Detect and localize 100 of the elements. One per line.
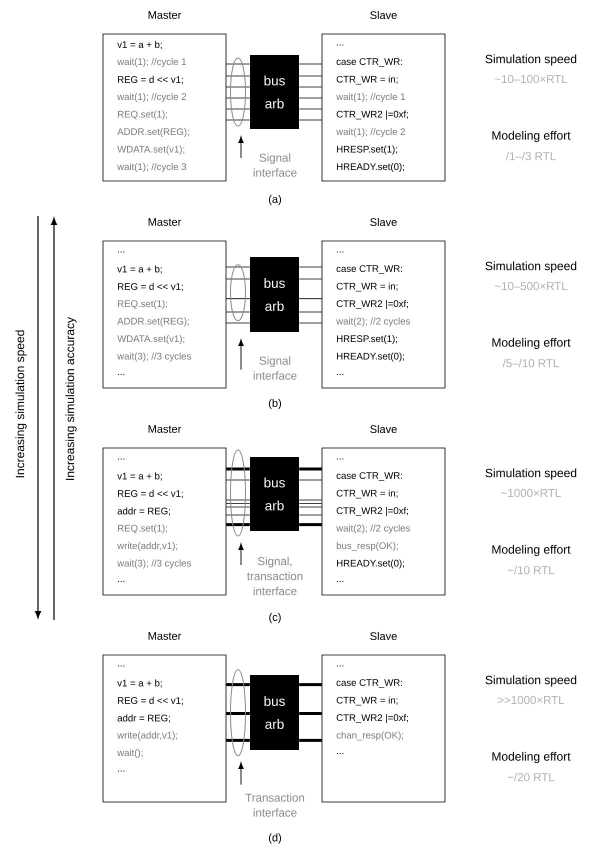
code-line: ...	[118, 374, 124, 376]
signal-line	[299, 683, 322, 686]
signal-line	[299, 712, 322, 715]
code-line: REQ.set(1);	[118, 300, 167, 309]
code-line: CTR_WR2 |=0xf;	[336, 110, 408, 120]
signal-line	[299, 468, 322, 470]
code-line: WDATA.set(v1);	[117, 146, 184, 154]
signal-line	[226, 738, 250, 742]
code-line: ...	[337, 458, 344, 460]
code-line: CTR_WR = in;	[336, 282, 398, 292]
code-line: wait(2); //2 cycles	[336, 524, 410, 534]
code-line: v1 = a + b;	[117, 40, 162, 50]
signal-line	[226, 322, 250, 324]
effort-heading: Modeling effort	[492, 338, 570, 350]
code-line: ...	[118, 252, 124, 253]
code-line: chan_resp(OK);	[336, 732, 404, 740]
signal-line	[226, 108, 250, 110]
code-line: ADDR.set(REG);	[117, 128, 189, 137]
interface-callout-drawing	[230, 58, 246, 158]
code-line: ...	[118, 581, 124, 582]
box-heading: Master	[148, 11, 182, 19]
effort-heading: Modeling effort	[492, 752, 570, 764]
panel-label: (b)	[268, 398, 282, 410]
code-line: wait(1); //cycle 3	[117, 163, 186, 172]
code-line: HREADY.set(0);	[336, 352, 404, 362]
code-line: v1 = a + b;	[117, 472, 162, 481]
box-heading: Slave	[370, 632, 397, 640]
code-line: wait(3); //3 cycles	[117, 352, 191, 362]
panel-label: (d)	[268, 833, 282, 844]
signal-line	[226, 86, 250, 88]
code-line: ADDR.set(REG);	[117, 318, 189, 326]
code-line: HRESP.set(1);	[336, 335, 398, 344]
speed-value: ~10–500×RTL	[494, 282, 568, 290]
speed-value: >>1000×RTL	[498, 696, 564, 704]
effort-value: /5–/10 RTL	[502, 358, 559, 368]
code-line: HREADY.set(0);	[336, 163, 404, 172]
axis-label: Increasing simulation accuracy	[65, 317, 77, 480]
signal-line	[226, 298, 250, 300]
speed-heading: Simulation speed	[486, 675, 576, 687]
code-line: ...	[118, 458, 124, 460]
interface-callout-drawing	[230, 450, 246, 566]
signal-line	[226, 278, 250, 280]
effort-value: ~/20 RTL	[508, 772, 554, 782]
bus-arbiter-box: bus arb	[250, 257, 299, 332]
signal-line	[298, 514, 322, 516]
code-line: ...	[337, 753, 344, 754]
code-line: HREADY.set(0);	[336, 560, 404, 568]
signal-line	[298, 506, 322, 508]
code-line: HRESP.set(1);	[336, 146, 398, 154]
code-line: ...	[337, 374, 344, 376]
bus-arbiter-box: bus arb	[250, 55, 299, 129]
speed-value: ~10–100×RTL	[494, 74, 568, 84]
panel-label: (a)	[268, 194, 282, 206]
signal-line	[298, 298, 322, 300]
code-line: wait(3); //3 cycles	[117, 560, 191, 568]
signal-line	[298, 108, 322, 110]
code-line: case CTR_WR:	[336, 472, 402, 481]
interface-label: Signal interface	[254, 153, 297, 177]
code-line: REG = d << v1;	[118, 490, 183, 498]
signal-line	[298, 503, 322, 504]
bus-arbiter-box: bus arb	[250, 675, 299, 750]
code-line: ...	[337, 252, 344, 253]
code-line: addr = REG;	[118, 714, 170, 723]
code-line: ...	[337, 44, 344, 46]
signal-line	[298, 266, 322, 268]
code-line: ...	[337, 666, 344, 667]
signal-line	[298, 86, 322, 88]
speed-heading: Simulation speed	[486, 468, 576, 480]
speed-value: ~1000×RTL	[501, 488, 561, 498]
interface-callout-drawing	[230, 264, 246, 370]
code-line: v1 = a + b;	[117, 679, 162, 688]
panel-label: (c)	[269, 612, 281, 624]
effort-value: ~/10 RTL	[508, 566, 554, 574]
signal-line	[226, 683, 250, 686]
box-heading: Slave	[370, 424, 397, 434]
code-line: REQ.set(1);	[118, 110, 167, 120]
code-line: case CTR_WR:	[336, 265, 402, 274]
code-line: v1 = a + b;	[117, 265, 162, 274]
code-line: wait(1); //cycle 1	[336, 93, 406, 102]
signal-line	[226, 712, 250, 715]
code-line: REQ.set(1);	[118, 524, 167, 534]
signal-line	[298, 278, 322, 280]
interface-callout-drawing	[230, 669, 246, 786]
code-line: wait(2); //2 cycles	[336, 318, 410, 326]
code-line: wait(1); //cycle 1	[117, 58, 186, 67]
code-line: addr = REG;	[118, 507, 170, 516]
code-line: wait(1); //cycle 2	[336, 128, 406, 137]
speed-heading: Simulation speed	[486, 54, 576, 66]
code-line: CTR_WR2 |=0xf;	[336, 300, 408, 309]
effort-heading: Modeling effort	[492, 130, 570, 142]
code-line: REG = d << v1;	[118, 696, 183, 706]
signal-line	[226, 506, 250, 508]
signal-line	[226, 514, 250, 516]
box-heading: Master	[148, 425, 182, 433]
code-line: CTR_WR = in;	[336, 696, 398, 706]
code-line: WDATA.set(v1);	[117, 335, 184, 344]
signal-line	[226, 523, 250, 526]
signal-line	[226, 503, 250, 504]
interface-label: Transaction interface	[245, 793, 304, 817]
signal-line	[299, 738, 322, 742]
